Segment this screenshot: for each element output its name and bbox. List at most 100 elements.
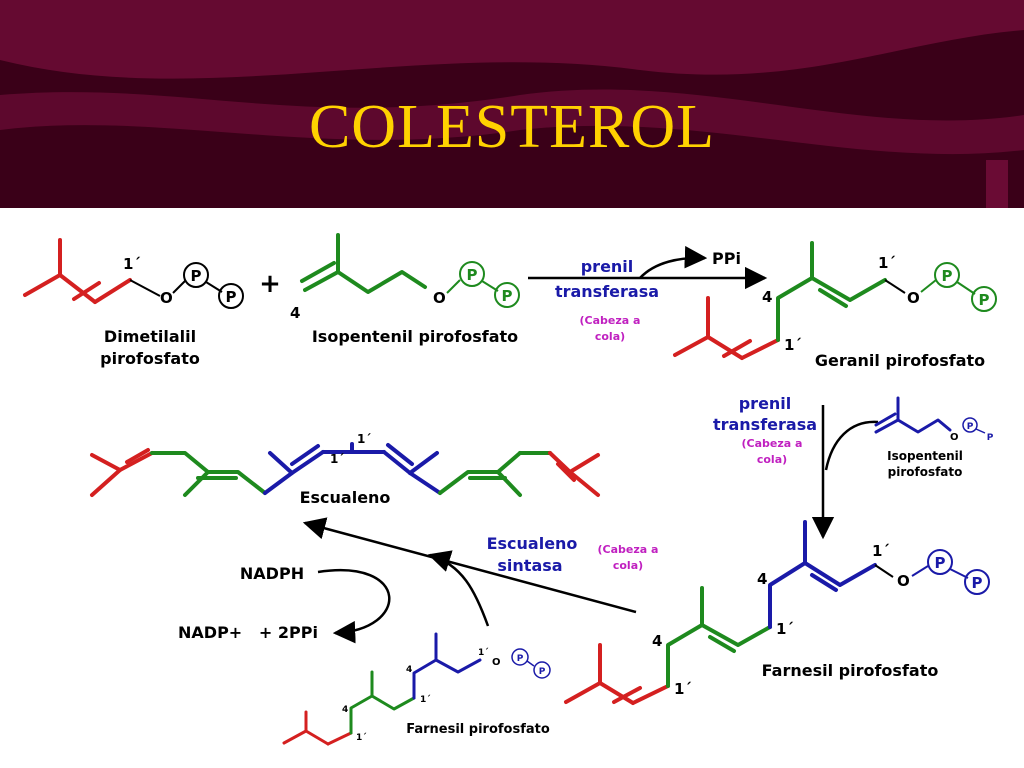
farnesil-geranyl-unit	[666, 586, 772, 688]
geranil-phosphate-group	[920, 262, 997, 312]
small-farnesil-oxygen: O	[492, 657, 501, 668]
squalene-note-line1: (Cabeza a	[598, 543, 659, 556]
nadp-label: NADP+ + 2PPi	[178, 623, 318, 642]
geranil-position-top: 1´	[878, 254, 896, 272]
ipp-phosphate-p2: P	[502, 287, 513, 305]
small-farnesil-position-bottom: 1´	[356, 732, 367, 743]
reaction2-note-line2: cola)	[757, 453, 787, 466]
small-farnesil-geranyl-unit	[349, 670, 416, 735]
dmapp-skeleton	[23, 238, 132, 304]
small-farnesil-third-unit	[412, 632, 482, 700]
geranil-position-4: 4	[762, 288, 772, 306]
small-farnesil-phosphate-p1: P	[517, 654, 524, 664]
reaction2-ipp-skeleton	[874, 396, 952, 434]
reaction1-note-line2: cola)	[595, 330, 625, 343]
ipp-molecule: 4 O P P Isopentenil pirofosfato	[290, 233, 520, 346]
reaction2-ipp-molecule: O P P Isopentenil pirofosfato	[874, 396, 994, 479]
dmapp-bond	[129, 279, 161, 297]
ipp-name: Isopentenil pirofosfato	[312, 327, 518, 346]
header-side-bar	[986, 160, 1008, 208]
geranil-molecule: 1´ 4 1´ O P P Geranil pirofosfato	[673, 241, 997, 370]
slide-title: COLESTEROL	[308, 93, 716, 161]
slide-header	[0, 0, 1024, 208]
ipp-oxygen: O	[433, 289, 446, 307]
squalene-left-red	[90, 448, 154, 497]
ipp-skeleton	[300, 233, 427, 294]
squalene-note-line2: cola)	[613, 559, 643, 572]
farnesil-name: Farnesil pirofosfato	[762, 661, 939, 680]
squalene-step-group: Escualeno sintasa (Cabeza a cola) NADPH …	[178, 517, 659, 746]
ipp-phosphate-group	[446, 261, 520, 308]
geranil-ipp-unit	[776, 241, 887, 342]
farnesil-position-bottom: 1´	[674, 680, 692, 698]
dmapp-oxygen: O	[160, 289, 173, 307]
reaction1-enzyme-line1: prenil	[581, 257, 634, 276]
reaction2-ipp-name-line1: Isopentenil	[887, 449, 963, 463]
nadph-label: NADPH	[240, 564, 304, 583]
dmapp-name-line2: pirofosfato	[100, 349, 200, 368]
dmapp-phosphate-group	[172, 262, 244, 309]
reaction2-enzyme-line2: transferasa	[713, 415, 817, 434]
farnesil-position-4a: 4	[757, 570, 767, 588]
farnesil-position-top: 1´	[872, 542, 890, 560]
geranil-phosphate-p1: P	[942, 267, 953, 285]
squalene-molecule: 1´ 1´ Escualeno	[90, 432, 600, 507]
reaction1-enzyme-line2: transferasa	[555, 282, 659, 301]
dmapp-molecule: 1´ O P P Dimetilalil pirofosfato	[23, 238, 244, 368]
reaction2-ipp-phosphate-p1: P	[967, 422, 974, 432]
farnesil-third-unit	[768, 520, 877, 629]
geranil-position-bottom: 1´	[784, 336, 802, 354]
farnesil-bond	[874, 564, 894, 578]
dmapp-phosphate-p1: P	[191, 267, 202, 285]
farnesil-phosphate-group	[911, 549, 990, 595]
reaction2-ipp-oxygen: O	[950, 432, 959, 443]
small-farnesil-name: Farnesil pirofosfato	[406, 722, 550, 737]
squalene-right-green	[438, 451, 552, 497]
squalene-right-red	[548, 451, 600, 497]
reaction2-enzyme-line1: prenil	[739, 394, 792, 413]
reaction2-ipp-phosphate-p2: P	[987, 433, 994, 443]
plus-sign: +	[259, 269, 281, 299]
reaction2-group: prenil transferasa (Cabeza a cola) O P P	[713, 394, 994, 540]
ipp-position-label: 4	[290, 304, 300, 322]
dmapp-name-line1: Dimetilalil	[104, 327, 196, 346]
reaction1-note-line1: (Cabeza a	[580, 314, 641, 327]
geranil-phosphate-p2: P	[979, 291, 990, 309]
geranil-name: Geranil pirofosfato	[815, 351, 985, 370]
farnesil-molecule: 1´ 4 1´ 4 1´ O P P Farnesil pirofosfato	[564, 520, 990, 705]
farnesil-position-4b: 4	[652, 632, 662, 650]
small-farnesil-phosphate-p2: P	[539, 667, 546, 677]
small-farnesil-entry-arrow	[427, 550, 490, 627]
squalene-synthase-line2: sintasa	[497, 556, 562, 575]
small-farnesil-position-4b: 4	[406, 665, 412, 675]
small-farnesil-molecule: 4 4 1´ 1´ 1´ O P P Farnesil pirofosfato	[282, 632, 551, 746]
ppi-release-arrow	[639, 245, 708, 279]
squalene-position-b: 1´	[330, 452, 344, 466]
geranil-oxygen: O	[907, 289, 920, 307]
ipp-phosphate-p1: P	[467, 266, 478, 284]
squalene-name: Escualeno	[300, 488, 391, 507]
cofactor-arrow	[317, 569, 391, 644]
farnesil-phosphate-p1: P	[935, 554, 946, 572]
reaction2-ipp-name-line2: pirofosfato	[888, 465, 963, 479]
farnesil-phosphate-p2: P	[972, 574, 983, 592]
header-wave-top	[0, 0, 1024, 79]
header-wave-band	[0, 89, 1024, 155]
reaction2-ipp-entry-curve	[824, 420, 879, 471]
dmapp-position-label: 1´	[123, 255, 141, 273]
farnesil-dmapp-unit	[564, 643, 670, 705]
biosynthesis-diagram: 1´ O P P Dimetilalil pirofosfato + 4 O	[23, 233, 997, 746]
squalene-left-green	[150, 451, 267, 497]
reaction2-note-line1: (Cabeza a	[742, 437, 803, 450]
ppi-label: PPi	[712, 249, 741, 268]
small-farnesil-position-top: 1´	[478, 647, 489, 658]
small-farnesil-dmapp-unit	[282, 710, 353, 746]
geranil-bond	[884, 279, 906, 294]
squalene-synthase-line1: Escualeno	[487, 534, 578, 553]
small-farnesil-position-4a: 4	[342, 705, 348, 715]
reaction2-ipp-phosphate-group	[962, 417, 986, 434]
squalene-synthase-arrow	[302, 517, 637, 614]
small-farnesil-phosphate-group	[511, 648, 551, 679]
farnesil-position-mid: 1´	[776, 620, 794, 638]
